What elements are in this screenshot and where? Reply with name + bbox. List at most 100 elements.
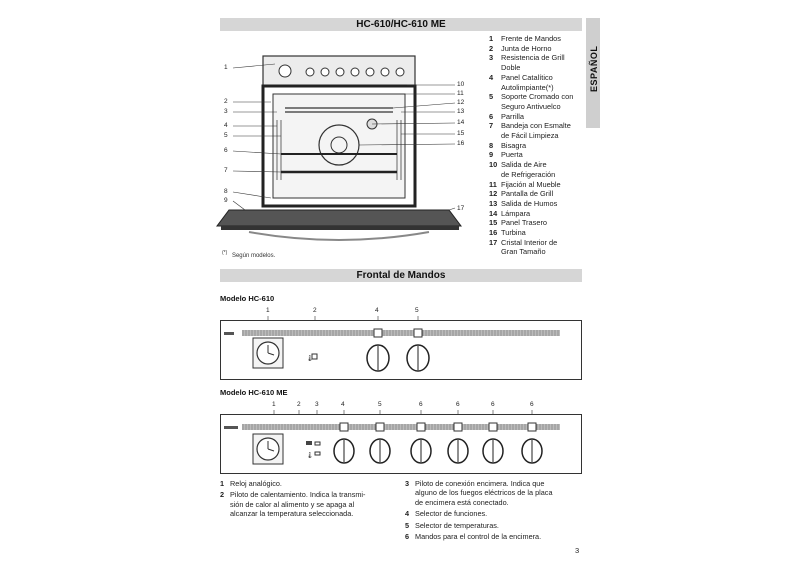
model1-heat-pilot-icon: 🌡 [306,354,314,362]
page-number: 3 [575,546,580,555]
model2-hob-pilot-icon [306,441,312,445]
footnote: (*) Según modelos. [222,250,275,259]
callout-13: 13 [457,108,465,115]
callout-3: 3 [224,108,228,115]
description-item: 2 Piloto de calentamiento. Indica la tra… [220,490,366,519]
description-item: 4 Selector de funciones. [405,509,488,519]
model2-callout-2: 2 [297,401,301,408]
model2-callout-6b: 6 [456,401,460,408]
language-tab-label: ESPAÑOL [589,45,599,92]
description-item: 5 Selector de temperaturas. [405,520,499,530]
footnote-text: Según modelos. [231,253,276,259]
model2-hob-pilot-light [314,441,321,446]
callout-6: 6 [224,147,228,154]
model1-callout-1: 1 [266,307,270,314]
model1-tick-strip [242,330,560,336]
model1-function-symbol [373,328,383,338]
callout-8: 8 [224,188,228,195]
callout-2: 2 [224,98,228,105]
page-title-bar: HC-610/HC-610 ME [220,18,582,31]
description-item: 1 Reloj analógico. [220,479,282,488]
model1-callout-5: 5 [415,307,419,314]
model2-brand-mark [224,426,238,429]
model2-hob-symbol [453,422,463,432]
model2-tick-strip [242,424,560,430]
callout-11: 11 [457,90,464,97]
oven-knob [365,67,375,77]
oven-door [216,209,462,227]
callout-9: 9 [224,197,228,204]
callout-15: 15 [457,130,465,137]
oven-diagram [216,55,462,241]
grill-element [285,107,393,113]
section-title: Frontal de Mandos [356,270,446,281]
footnote-mark: (*) [222,250,228,256]
model2-callout-3: 3 [315,401,319,408]
model2-callout-4: 4 [341,401,345,408]
model2-callout-5: 5 [378,401,382,408]
model2-label: Modelo HC-610 ME [220,388,288,397]
model1-callout-4: 4 [375,307,379,314]
model2-callout-1: 1 [272,401,276,408]
model2-heat-pilot-icon: 🌡 [306,451,314,459]
callout-1: 1 [224,64,228,71]
model2-hob-symbol [416,422,426,432]
model2-callout-6a: 6 [419,401,423,408]
model1-temp-symbol [413,328,423,338]
page-title: HC-610/HC-610 ME [356,19,446,30]
oven-knob [335,67,345,77]
oven-cavity [272,93,406,199]
model2-callout-6c: 6 [491,401,495,408]
model1-label: Modelo HC-610 [220,294,275,303]
section-title-bar: Frontal de Mandos [220,269,582,282]
callout-17: 17 [457,205,465,212]
oven-knob [350,67,360,77]
oven-clock-icon [278,64,292,78]
model2-hob-symbol [527,422,537,432]
oven-knob [305,67,315,77]
model2-callout-6d: 6 [530,401,534,408]
descriptions-left: 1 Reloj analógico. 2 Piloto de calentami… [220,479,398,521]
model2-heat-pilot-light [314,451,321,456]
oven-knob [380,67,390,77]
model2-hob-symbol [488,422,498,432]
model2-function-symbol [339,422,349,432]
model1-heat-pilot-light [311,353,318,360]
callout-14: 14 [457,119,465,126]
model2-control-panel: 🌡 [220,410,582,474]
model2-temp-symbol [375,422,385,432]
callout-4: 4 [224,122,228,129]
callout-12: 12 [457,99,465,106]
oven-knob [395,67,405,77]
callout-16: 16 [457,140,465,147]
language-tab [586,18,600,128]
oven-knob [320,67,330,77]
oven-door-handle [248,231,430,241]
callout-7: 7 [224,167,228,174]
description-item: 3 Piloto de conexión encimera. Indica qu… [405,479,553,507]
description-item: 6 Mandos para el control de la encimera. [405,532,542,542]
callout-10: 10 [457,81,465,88]
model1-callout-2: 2 [313,307,317,314]
descriptions-right: 3 Piloto de conexión encimera. Indica qu… [405,479,585,543]
model1-control-panel: 🌡 [220,316,582,380]
callout-5: 5 [224,132,228,139]
